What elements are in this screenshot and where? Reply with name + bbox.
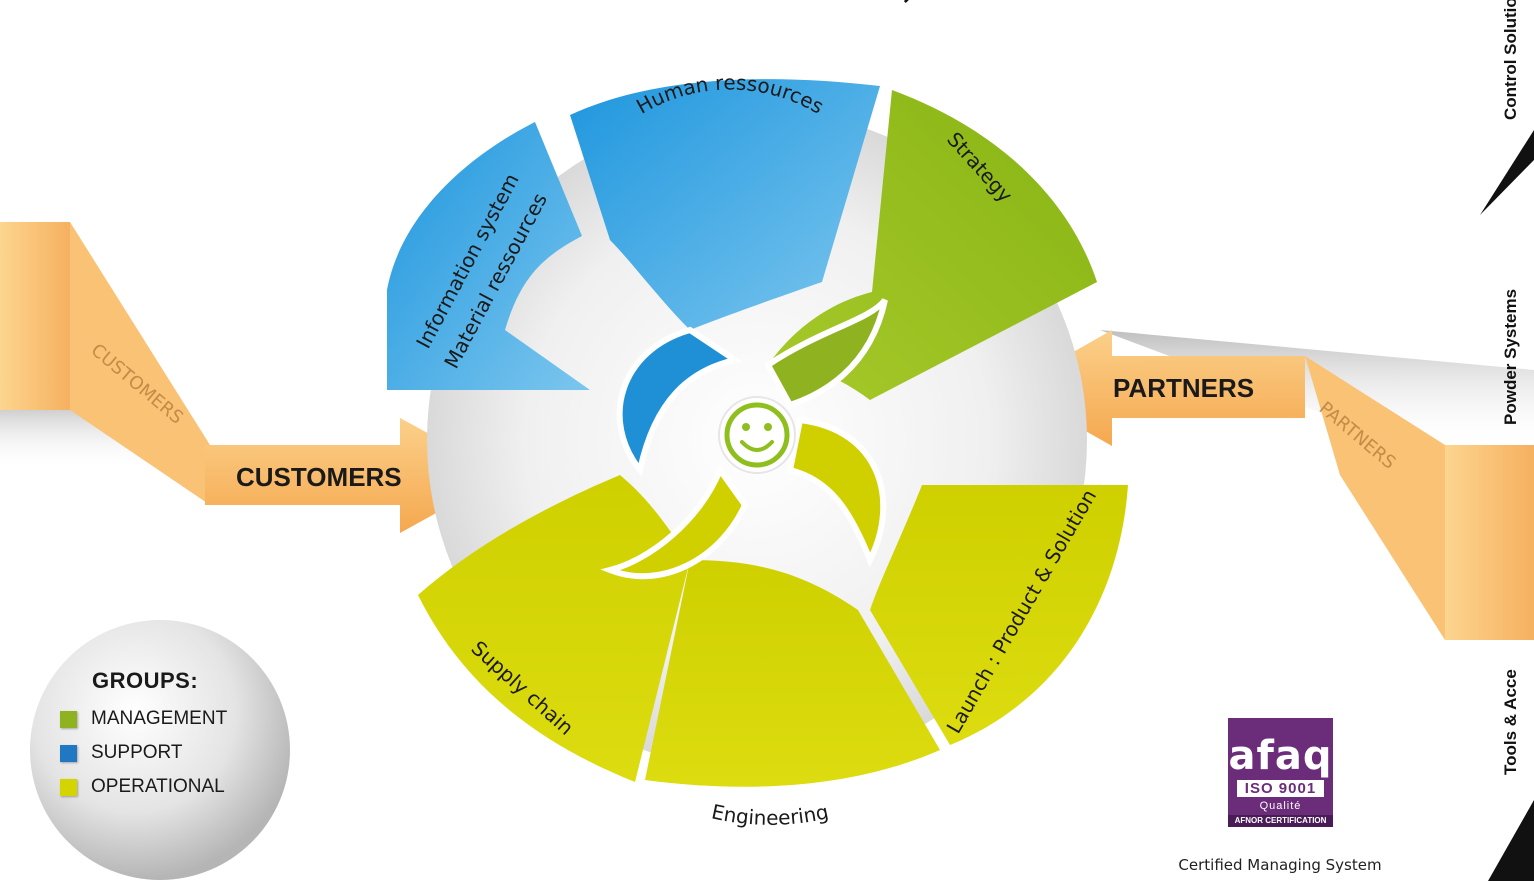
segment-label-engineering: Engineering [709,799,830,829]
cert-brand: afaq [1228,733,1333,779]
customers-arrow-label: CUSTOMERS [236,462,402,492]
segment-launch [870,485,1128,745]
customers-ribbon: CUSTOMERS [0,222,210,505]
certification-caption: Certified Managing System [1178,856,1382,874]
segment-human-ressources [570,79,880,330]
diagram-title: Customer Satisfaction [593,0,926,10]
swatch-support [60,744,77,762]
afaq-certification-logo: afaq ISO 9001 Qualité AFNOR CERTIFICATIO… [1228,718,1333,827]
legend-item-support: SUPPORT [60,736,252,770]
side-tab-powder-systems[interactable]: Powder Systems [1501,289,1520,425]
legend-label: SUPPORT [91,742,183,763]
legend-label: OPERATIONAL [91,776,225,797]
segment-engineering [645,560,940,787]
smiley-icon [724,402,790,468]
partners-arrow-label: PARTNERS [1113,373,1254,403]
groups-legend: GROUPS: MANAGEMENT SUPPORT OPERATIONAL [52,668,252,804]
swatch-management [60,710,77,728]
legend-title: GROUPS: [92,668,199,693]
segment-supply-chain [418,475,690,782]
legend-item-operational: OPERATIONAL [60,770,252,804]
legend-item-management: MANAGEMENT [60,702,252,736]
cert-quality: Qualité [1259,800,1302,812]
cert-issuer: AFNOR CERTIFICATION [1228,815,1333,827]
legend-label: MANAGEMENT [91,708,228,729]
side-tab-tools[interactable]: Tools & Acce [1501,669,1520,775]
segment-information-system [387,122,590,390]
globe-icon [30,620,290,880]
swatch-operational [60,778,77,796]
cert-iso: ISO 9001 [1237,780,1324,797]
side-tabs: Control Solutions Powder Systems Tools &… [1480,0,1534,881]
central-swirl [600,298,888,580]
side-tab-control-solutions[interactable]: Control Solutions [1501,0,1520,120]
